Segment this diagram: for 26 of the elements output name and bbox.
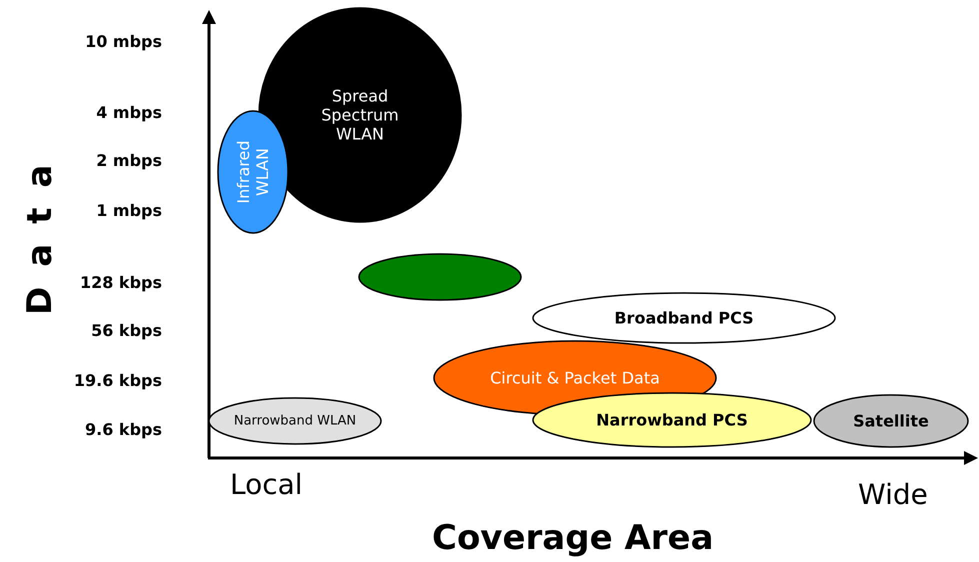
bubble-label: Infrared WLAN <box>234 139 272 206</box>
tick-label: 19.6 kbps <box>72 371 162 390</box>
bubble-label: Narrowband PCS <box>595 410 749 430</box>
bubble-label: Circuit & Packet Data <box>489 368 661 388</box>
tick-label: 2 mbps <box>95 151 162 170</box>
coverage-ellipse <box>532 392 812 448</box>
tick-label: 4 mbps <box>95 103 162 122</box>
bubble-label: Narrowband WLAN <box>232 412 358 430</box>
axis-title: Coverage Area <box>432 518 714 558</box>
coverage-ellipse <box>258 7 462 223</box>
tick-label: 1 mbps <box>95 201 162 220</box>
axis-end-label: Local <box>230 468 303 501</box>
bubble-label: Spread Spectrum WLAN <box>320 86 400 144</box>
bubble-label: Broadband PCS <box>613 308 755 328</box>
coverage-ellipse <box>358 253 522 301</box>
tick-label: 10 mbps <box>84 32 162 51</box>
bubble-label: Satellite <box>852 412 930 430</box>
tick-label: 56 kbps <box>90 321 162 340</box>
coverage-ellipse <box>208 397 382 445</box>
axis-end-label: Wide <box>858 478 928 511</box>
coverage-ellipse <box>813 394 969 448</box>
coverage-ellipse <box>532 292 836 344</box>
tick-label: 128 kbps <box>78 273 162 292</box>
axis-title: Data <box>20 145 60 315</box>
tick-label: 9.6 kbps <box>84 420 162 439</box>
coverage-ellipse <box>217 110 289 234</box>
